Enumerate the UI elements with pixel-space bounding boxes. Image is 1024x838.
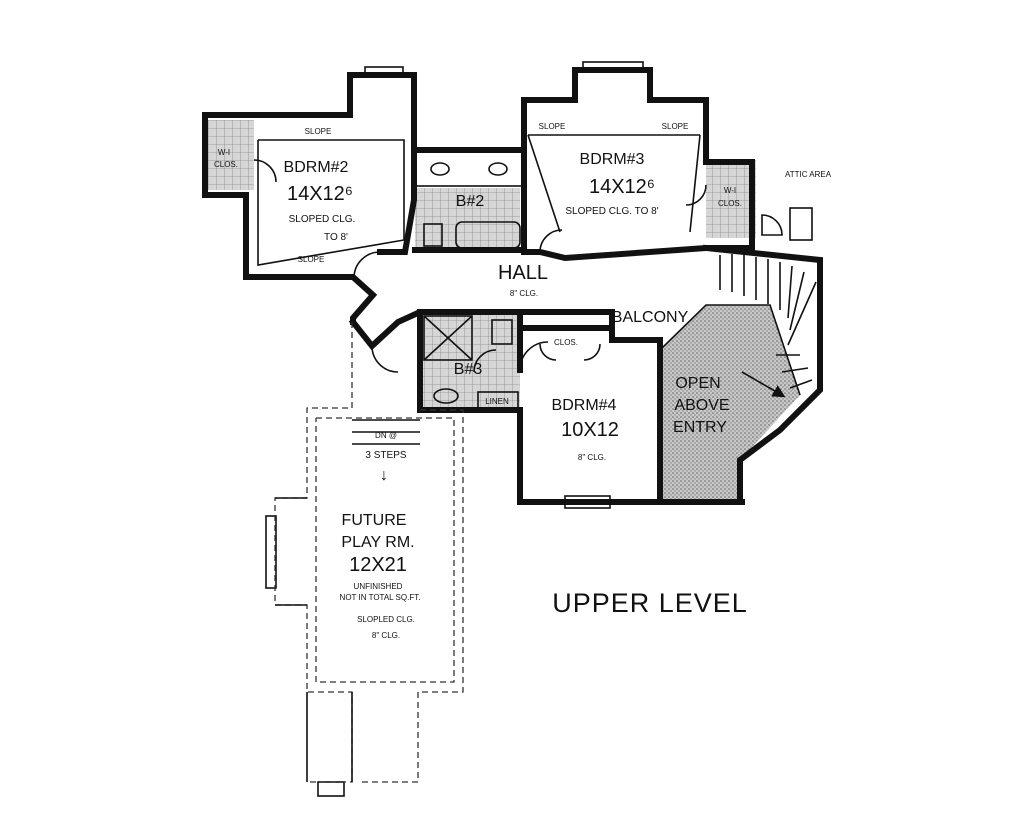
bdrm2-size: 14X12⁶ [287,183,353,205]
open-above-entry-area [660,305,800,500]
hall-note: 8" CLG. [510,289,538,298]
wi-closet-right-1: W-I [724,186,736,195]
bdrm3-note: SLOPED CLG. TO 8' [565,206,658,217]
open-above-line1: OPEN [675,375,720,392]
sink-1 [430,162,450,176]
linen-label: LINEN [485,397,509,406]
bdrm4-note: 8" CLG. [578,453,606,462]
play-steps-1: DN @ [375,431,397,440]
stair-treads [719,254,817,389]
door-bdrm3 [539,229,563,253]
play-steps-arrow: ↓ [380,467,388,484]
bath2-name: B#2 [456,193,485,210]
bdrm3-name: BDRM#3 [580,151,645,168]
door-wi-right [685,184,707,206]
closet-floor-right [706,160,756,238]
linen-closet [477,391,519,409]
play-room-outline-east [362,409,464,783]
play-room-outline [274,322,353,783]
bdrm4-name: BDRM#4 [552,397,617,414]
play-note-2: NOT IN TOTAL SQ.FT. [340,593,421,602]
window-bdrm3 [582,61,644,71]
bdrm3-slope-left: SLOPE [539,122,566,131]
door-bdrm4 [519,341,549,371]
bdrm2-name: BDRM#2 [284,159,349,176]
stair-wall [702,244,823,505]
open-above-line2: ABOVE [674,397,729,414]
wi-closet-left-2: CLOS. [214,160,238,169]
door-clos-bdrm4 [539,343,601,361]
bath3-toilet [491,319,513,345]
bdrm2-wall [202,72,378,325]
play-name-1: FUTURE [342,512,407,529]
play-room-exterior-west [275,497,353,782]
bdrm3-slope-right: SLOPE [662,122,689,131]
bdrm3-wall [521,67,755,262]
door-wi-left [253,159,277,183]
attic-access [761,214,783,236]
attic-label: ATTIC AREA [785,170,832,179]
door-bdrm2 [353,251,381,279]
bdrm2-slope-bottom: SLOPE [298,255,325,264]
play-note-1: UNFINISHED [354,582,403,591]
door-bath3 [473,349,497,373]
wi-closet-right-2: CLOS. [718,199,742,208]
stair-arrow [741,371,786,398]
balcony-rail [659,304,801,396]
bath3-name: B#3 [454,361,483,378]
bdrm4-wall [517,312,663,503]
play-name-2: PLAY RM. [341,534,414,551]
bdrm2-note1: SLOPED CLG. [289,214,356,225]
shower [423,315,473,361]
play-room-inner [315,417,455,683]
bdrm4-size: 10X12 [561,419,619,441]
toilet [423,223,443,247]
bdrm4-closet-label: CLOS. [554,338,578,347]
balcony-label: BALCONY [612,309,689,326]
bath3-wall [417,309,745,505]
window-play [265,515,277,589]
plan-title: UPPER LEVEL [552,588,748,618]
wi-closet-left-1: W-I [218,148,230,157]
window-bdrm2 [364,66,404,76]
bath3-sink [433,388,459,404]
shower-diagonal [423,315,473,361]
window-play-south [317,781,345,797]
attic-box [789,207,813,241]
bath2-vanity [415,151,523,187]
window-bdrm4 [564,495,611,509]
bdrm2-note2: TO 8' [324,232,348,243]
play-steps-2: 3 STEPS [365,450,406,461]
bathtub [455,221,521,249]
bdrm3-slope-line [527,134,701,233]
bdrm2-slope-top: SLOPE [305,127,332,136]
bath2-floor [415,188,520,250]
play-note-3: SLOPLED CLG. [357,615,415,624]
play-room-steps [352,419,420,445]
sink-2 [488,162,508,176]
play-note-4: 8" CLG. [372,631,400,640]
play-size: 12X21 [349,554,407,576]
open-above-line3: ENTRY [673,419,727,436]
bdrm2-slope-line [257,139,405,266]
door-play [371,345,399,373]
closet-floor-left [206,120,254,190]
hall-south-wall [348,309,615,351]
bdrm3-size: 14X12⁶ [589,176,655,198]
hall-name: HALL [498,262,548,284]
